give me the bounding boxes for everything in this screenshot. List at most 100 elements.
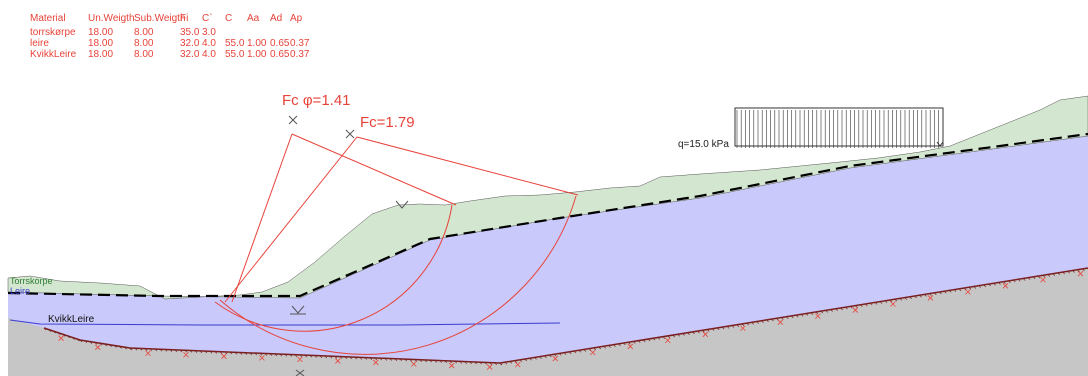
bedrock-tick [354,356,358,360]
bedrock-tick [1067,271,1070,274]
bedrock-tick [94,342,98,345]
bedrock-tick [404,358,408,362]
bedrock-tick [399,358,403,362]
bedrock-tick [884,300,888,304]
bedrock-tick [726,326,730,329]
bedrock-tick [628,342,631,345]
bedrock-tick [219,351,223,354]
bedrock-tick [939,291,942,295]
bedrock-tick [204,350,208,354]
bedrock-tick [692,331,695,335]
bedrock-tick [464,361,467,364]
table-header-cell: Sub.Weigth [134,13,186,24]
bedrock-tick [1018,279,1021,282]
bedrock-tick [299,354,303,358]
slip-centre-fc-x-icon [345,129,355,139]
bedrock-tick [229,351,233,355]
bedrock-tick [129,347,132,351]
bedrock-tick [998,282,1001,285]
bedrock-tick [134,347,138,351]
bedrock-tick [254,352,258,356]
bedrock-tick [434,360,437,363]
bedrock-tick [840,307,843,311]
bedrock-tick [568,351,572,355]
table-cell: 0.65 [270,49,290,60]
crust-region [7,95,1088,300]
bedrock-tick [154,348,158,352]
table-cell: 1.00 [247,49,267,60]
bedrock-tick [99,342,102,346]
bedrock-tick [144,348,148,351]
bedrock-hatch-x-icon [1077,270,1084,277]
bedrock-hatch-x-icon [145,350,151,357]
fc-label: Fc=1.79 [360,114,415,131]
bedrock-tick [519,359,522,363]
table-cell: 0.37 [290,49,310,60]
bedrock-tick [958,288,962,292]
bedrock-tick [329,355,333,359]
bedrock-tick [1062,271,1065,275]
bedrock-hatch-x-icon [221,353,227,360]
bedrock-tick [339,356,343,359]
table-cell: 32.0 [180,38,200,49]
bedrock-hatch-x-icon [486,364,493,370]
bedrock-tick [324,355,328,359]
table-cell: 35.0 [180,27,200,38]
bedrock-tick [319,355,323,358]
bedrock-tick [593,347,597,351]
bedrock-tick [736,324,740,327]
bedrock-tick [309,355,313,358]
table-cell: 32.0 [180,49,200,60]
table-header-cell: Ap [290,13,303,24]
bedrock-tick [469,361,472,365]
bedrock-tick [244,352,248,355]
bedrock-tick [963,287,967,291]
bedrock-hatch-x-icon [1040,276,1046,283]
bedrock-tick [459,361,462,364]
bedrock-tick [334,356,338,359]
table-cell: 1.00 [247,38,267,49]
bedrock-tick [504,361,508,365]
bedrock-tick [953,289,957,292]
bedrock-tick [716,327,720,331]
bedrock-tick [549,354,552,358]
bedrock-tick [623,342,626,346]
bedrock-tick [618,343,621,347]
bedrock-tick [249,352,253,356]
table-cell: 8.00 [134,27,154,38]
bedrock-tick [707,329,710,332]
bedrock-tick [429,359,433,363]
bedrock-tick [563,352,567,355]
bedrock-hatch-x-icon [777,319,784,325]
table-cell: 8.00 [134,49,154,60]
bedrock-tick [109,344,112,347]
bedrock-tick [269,353,273,356]
bedrock-tick [72,337,75,340]
table-header-cell: Aa [247,13,260,24]
water-table-line [7,132,1088,298]
bedrock-tick [1047,274,1051,277]
bedrock-tick [894,298,898,302]
bedrock-hatch-x-icon [590,349,596,356]
layer-label-leire: Leire [10,286,30,296]
bedrock-tick [835,308,838,312]
bedrock-tick [199,350,203,354]
bedrock-tick [983,284,986,288]
layer-label-torrskorpe: Torrskorpe [10,276,53,286]
radius-line-right-fc [356,136,579,196]
bedrock-tick [149,348,153,352]
bedrock-tick [889,299,893,303]
bedrock-tick [1082,268,1085,272]
table-header-cell: Fi [180,13,188,24]
bedrock-tick [988,283,991,287]
slip-arc-fc-phi [214,204,453,332]
table-header-cell: Ad [270,13,282,24]
bedrock-tick [179,349,183,353]
table-cell: 3.0 [202,27,216,38]
bedrock-hatch-x-icon [890,301,896,307]
bedrock-tick [800,314,804,317]
table-cell: 18.00 [88,38,113,49]
bedrock-tick [721,326,725,330]
slip-arc-fc [219,195,577,355]
